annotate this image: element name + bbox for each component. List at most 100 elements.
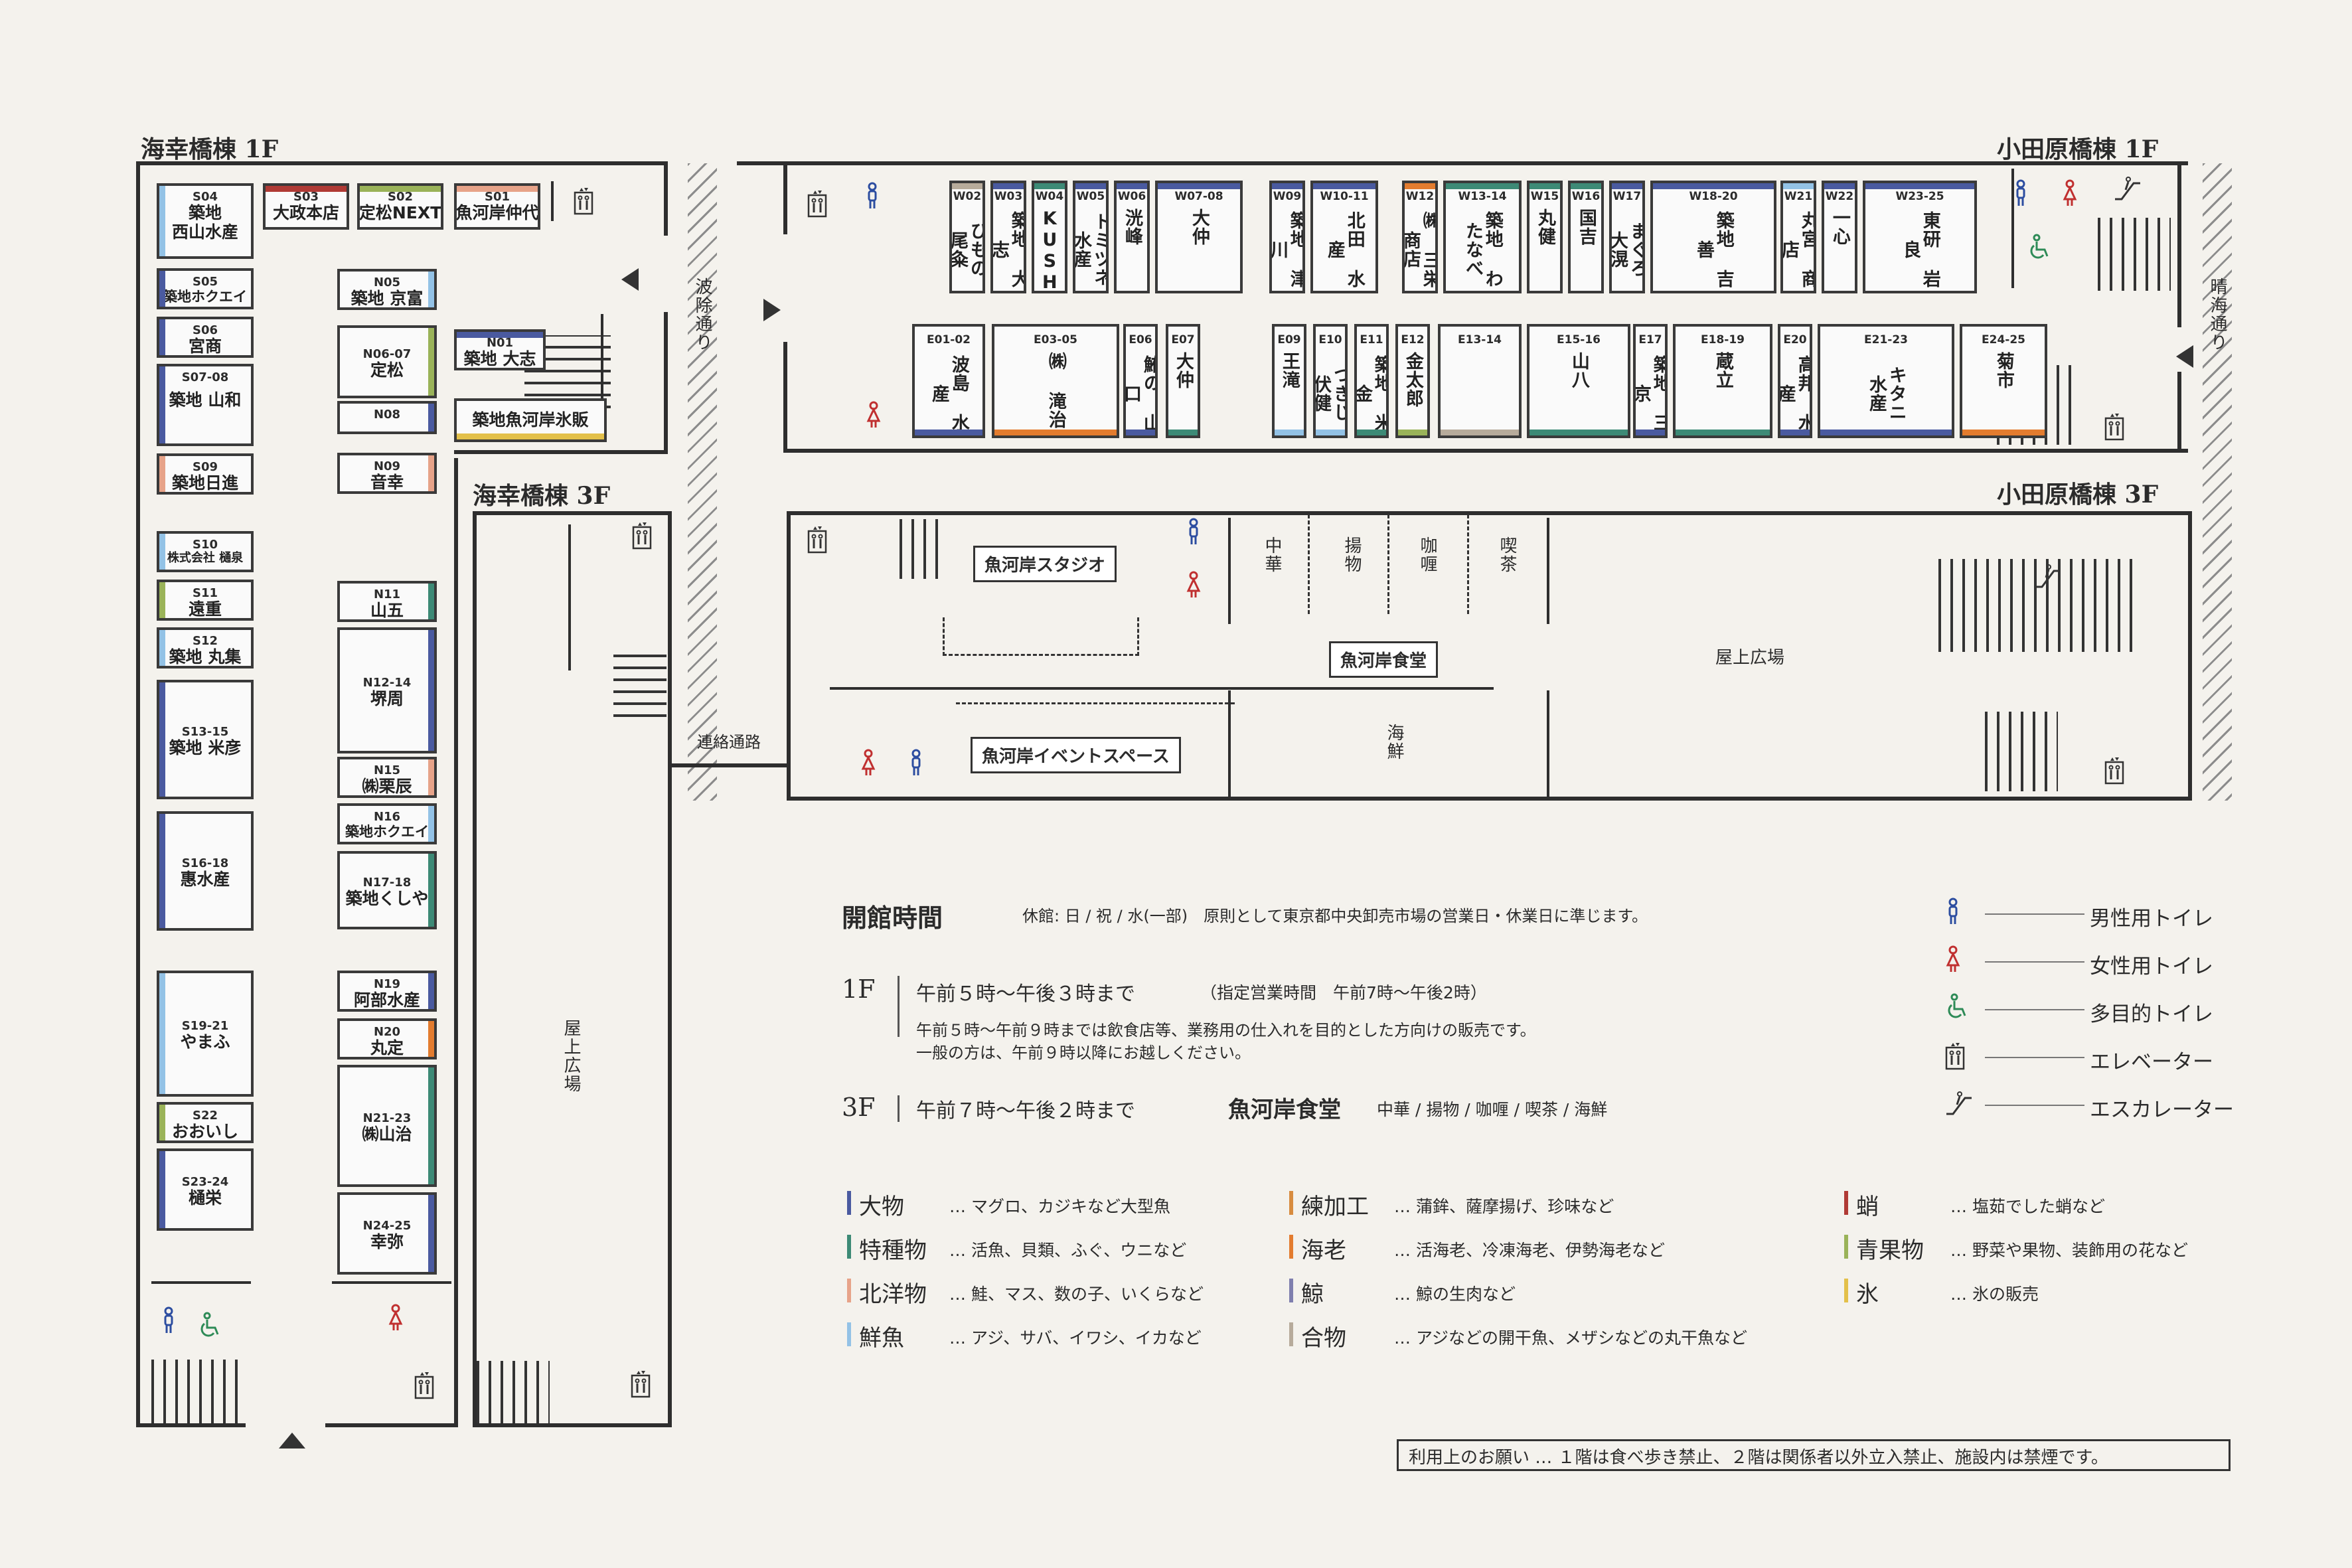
shop-code: S19-21 bbox=[181, 1019, 229, 1034]
wall bbox=[601, 314, 603, 414]
shop-code: S23-24 bbox=[181, 1175, 229, 1190]
shop-name: 定松 bbox=[370, 360, 404, 380]
category-name: 鯨 bbox=[1301, 1281, 1324, 1308]
wall bbox=[136, 161, 140, 1427]
shop-n15[interactable]: N15㈱栗辰 bbox=[337, 757, 437, 798]
category-swatch bbox=[847, 1235, 851, 1259]
category-color-bar bbox=[428, 973, 434, 1009]
shop-w12[interactable]: W12㈱ 三栄商店 bbox=[1402, 181, 1438, 293]
booth-divider bbox=[1387, 514, 1389, 614]
legend-leader-line bbox=[1985, 1009, 2084, 1010]
notice-box bbox=[1397, 1439, 2231, 1471]
category-swatch bbox=[847, 1322, 851, 1346]
shop-code: E07 bbox=[1171, 333, 1195, 347]
shop-code: S05 bbox=[192, 275, 218, 289]
wall bbox=[830, 687, 1494, 690]
shop-e13-14[interactable]: E13-14 bbox=[1438, 324, 1522, 438]
shop-code: N15 bbox=[373, 763, 401, 777]
shop-name: 築地くしや bbox=[345, 889, 429, 909]
elevator-icon bbox=[632, 520, 652, 552]
shop-e03-05[interactable]: E03-05㈱ 滝治 bbox=[992, 324, 1119, 438]
stairs bbox=[900, 519, 942, 579]
shop-code: E01-02 bbox=[927, 333, 971, 347]
elevator-icon bbox=[1945, 1041, 1965, 1073]
divider bbox=[898, 976, 900, 1037]
shop-name: 築地 大志 bbox=[990, 210, 1026, 288]
wall bbox=[787, 797, 2191, 801]
entrance-arrow-icon bbox=[2176, 345, 2193, 368]
shop-name: ひもの 尾粂 bbox=[949, 221, 985, 277]
shop-code: W07-08 bbox=[1174, 190, 1223, 203]
legend-leader-line bbox=[1985, 961, 2084, 963]
shop-n21-23[interactable]: N21-23㈱山治 bbox=[337, 1065, 437, 1187]
category-color-bar bbox=[1398, 430, 1427, 435]
wall bbox=[787, 511, 791, 801]
shop-ice[interactable]: 築地魚河岸氷販 bbox=[454, 398, 607, 442]
shop-code: E15-16 bbox=[1557, 333, 1601, 347]
shop-n08[interactable]: N08 bbox=[337, 401, 437, 434]
entrance-arrow-icon bbox=[763, 299, 781, 321]
street-hatch-hajoke bbox=[688, 163, 717, 801]
shop-code: S09 bbox=[192, 460, 218, 474]
booth-divider bbox=[1308, 514, 1310, 614]
elevator-icon bbox=[807, 189, 827, 220]
category-color-bar bbox=[1636, 430, 1665, 435]
